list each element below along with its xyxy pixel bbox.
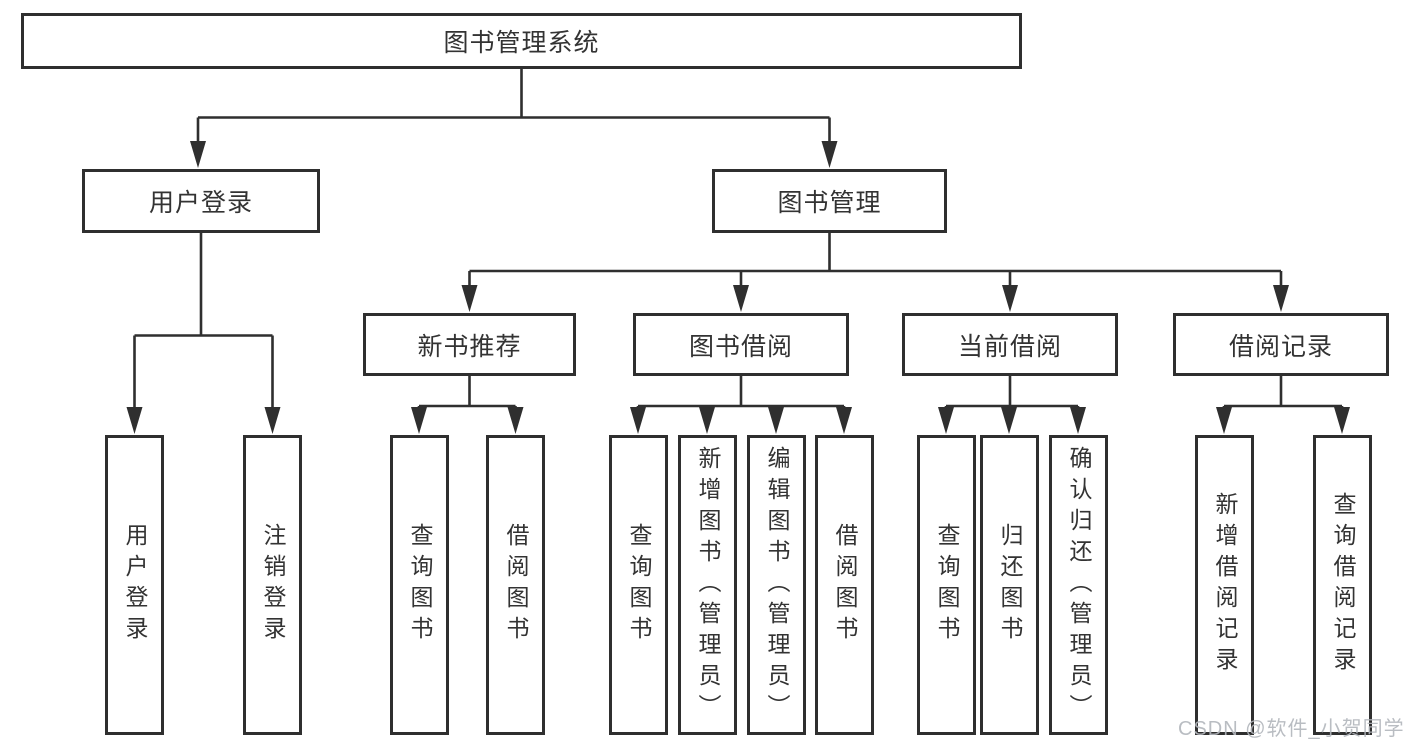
leaf-user-login-label: 用户登录 [122, 523, 148, 647]
leaf-query-books-current: 查询图书 [917, 435, 976, 735]
leaf-add-borrow-record-label: 新增借阅记录 [1212, 492, 1238, 678]
node-root: 图书管理系统 [21, 13, 1022, 69]
connector-root-to-level2 [196, 69, 831, 144]
leaf-add-book-admin-label: 新增图书（管理员） [695, 445, 721, 725]
connector-bookmgmt-to-level3 [468, 233, 1283, 288]
leaf-logout: 注销登录 [243, 435, 302, 735]
node-user-login: 用户登录 [82, 169, 320, 233]
leaf-add-borrow-record: 新增借阅记录 [1195, 435, 1254, 735]
node-borrow-records-label: 借阅记录 [1228, 332, 1333, 361]
connector-records-to-leaves [1222, 376, 1344, 410]
leaf-return-books-label: 归还图书 [997, 523, 1023, 647]
watermark-text: CSDN @软件_小贺同学 [1178, 718, 1405, 740]
leaf-query-books-borrowing-label: 查询图书 [626, 523, 652, 647]
leaf-query-borrow-record-label: 查询借阅记录 [1330, 492, 1356, 678]
leaf-confirm-return-admin: 确认归还（管理员） [1049, 435, 1108, 735]
node-book-borrowing-label: 图书借阅 [688, 332, 793, 361]
leaf-return-books: 归还图书 [980, 435, 1039, 735]
node-root-label: 图书管理系统 [443, 29, 600, 57]
node-book-borrowing: 图书借阅 [633, 313, 849, 376]
leaf-query-books-borrowing: 查询图书 [609, 435, 668, 735]
leaf-borrow-books-label: 借阅图书 [832, 523, 858, 647]
node-current-borrowing-label: 当前借阅 [957, 332, 1062, 361]
leaf-edit-book-admin-label: 编辑图书（管理员） [764, 445, 790, 725]
node-new-book-recommend-label: 新书推荐 [417, 332, 522, 361]
node-borrow-records: 借阅记录 [1173, 313, 1389, 376]
leaf-query-books-current-label: 查询图书 [934, 523, 960, 647]
leaf-edit-book-admin: 编辑图书（管理员） [747, 435, 806, 735]
leaf-borrow-books-recommend-label: 借阅图书 [503, 523, 529, 647]
leaf-borrow-books: 借阅图书 [815, 435, 874, 735]
arrowheads [126, 141, 1350, 434]
node-current-borrowing: 当前借阅 [902, 313, 1118, 376]
leaf-query-borrow-record: 查询借阅记录 [1313, 435, 1372, 735]
connector-userlogin-to-leaves [133, 233, 274, 410]
node-book-management-label: 图书管理 [777, 189, 882, 217]
connector-newbook-to-leaves [417, 376, 517, 410]
node-new-book-recommend: 新书推荐 [363, 313, 576, 376]
leaf-query-books-recommend-label: 查询图书 [407, 523, 433, 647]
leaf-borrow-books-recommend: 借阅图书 [486, 435, 545, 735]
leaf-confirm-return-admin-label: 确认归还（管理员） [1066, 445, 1092, 725]
connector-current-to-leaves [944, 376, 1080, 410]
node-book-management: 图书管理 [712, 169, 947, 233]
leaf-query-books-recommend: 查询图书 [390, 435, 449, 735]
leaf-logout-label: 注销登录 [260, 523, 286, 647]
node-user-login-label: 用户登录 [148, 189, 253, 217]
leaf-add-book-admin: 新增图书（管理员） [678, 435, 737, 735]
connector-borrowing-to-leaves [636, 376, 846, 410]
leaf-user-login: 用户登录 [105, 435, 164, 735]
